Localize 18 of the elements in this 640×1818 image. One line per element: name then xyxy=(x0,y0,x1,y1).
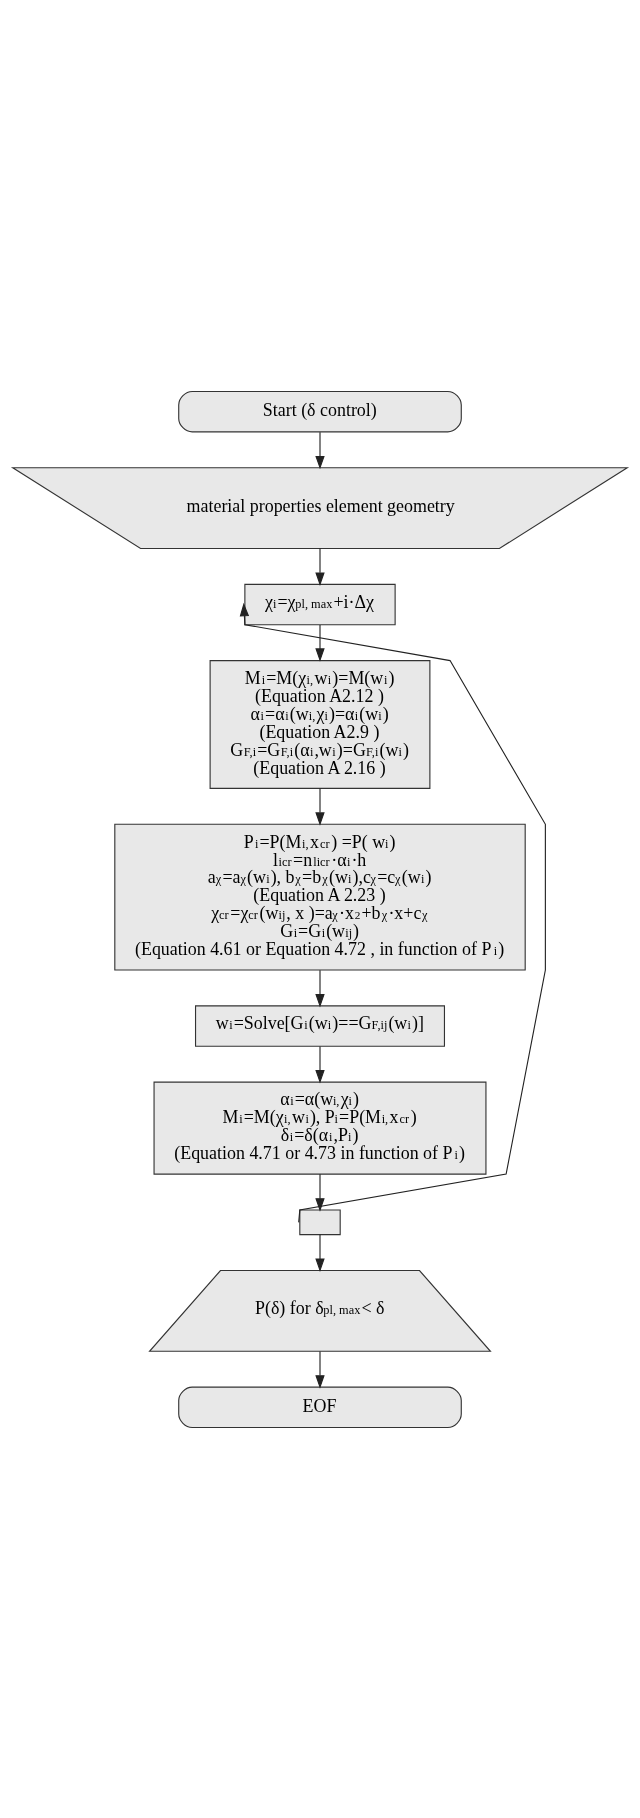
arrow xyxy=(315,431,325,469)
arrow xyxy=(315,1173,325,1212)
arrow xyxy=(315,1350,325,1389)
node-box: EOF xyxy=(178,1386,462,1428)
node-box xyxy=(299,1208,341,1235)
node-box: wi=Solve[Gi(wi)==GF,ij(wi)] xyxy=(195,1004,445,1047)
arrow xyxy=(315,624,325,662)
arrow xyxy=(315,547,325,586)
arrow xyxy=(315,1045,325,1083)
arrow xyxy=(239,602,546,1223)
node-box: αi=α(wi,χi) Mi=M(χi,wi), Pi=P(Mi,xcr) δi=δ(αi,Pi) (Equation 4.71 or 4.73 in function of Pi) xyxy=(153,1081,487,1175)
node-box: χi=χpl, max+i·Δχ xyxy=(244,583,396,625)
node-box: Pi=P(Mi,xcr) =P( wi) licr=nlicr·αi·h aχ=aχ(wi), bχ=bχ(wi),cχ=cχ(wi) (Equation A 2.23 ) χcr=χcr(wij, x )=aχ·x2+bχ·x+cχ Gi=Gi(wij) (Equation 4.61 or Equation 4.72 , in function of Pi) xyxy=(114,823,526,971)
node-box: Mi=M(χi,wi)=M(wi) (Equation A2.12 ) αi=αi(wi,χi)=αi(wi) (Equation A2.9 ) GF,i=GF,i(αi,wi)=GF,i(wi) (Equation A 2.16 ) xyxy=(209,659,431,789)
arrow xyxy=(315,969,325,1008)
arrow xyxy=(315,787,325,826)
node-box: Start (δ control) xyxy=(178,390,462,432)
arrow xyxy=(315,1233,325,1272)
